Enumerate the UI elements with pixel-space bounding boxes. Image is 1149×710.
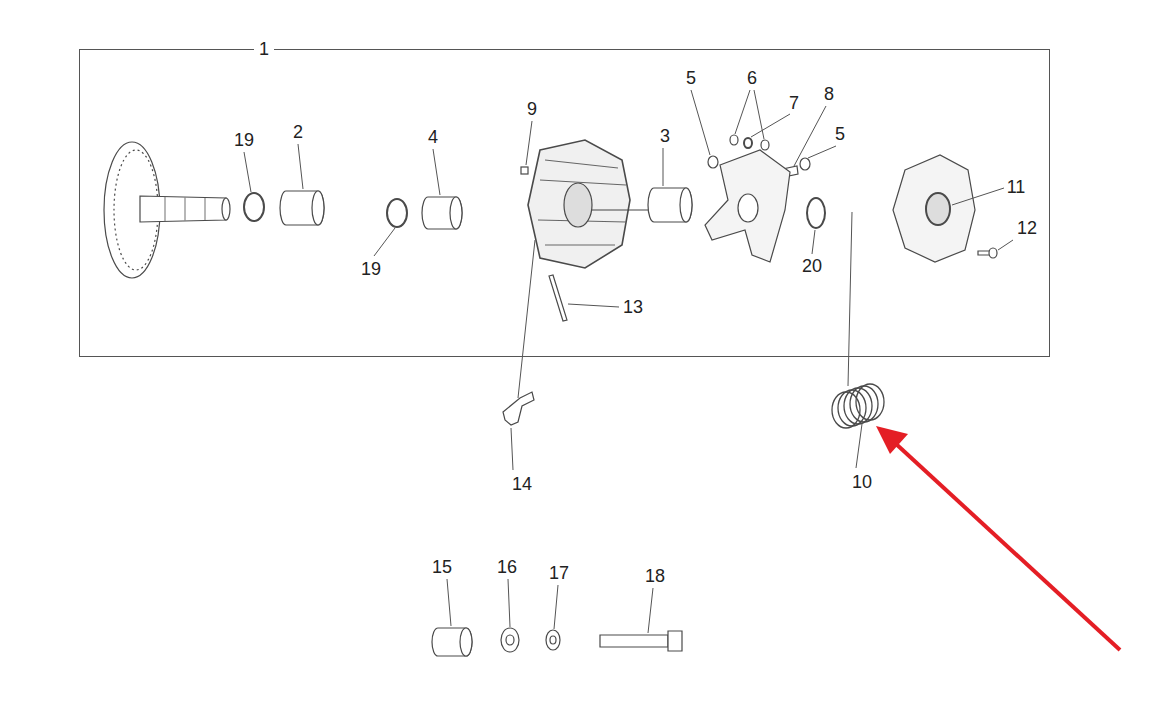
- callout-number: 16: [497, 557, 517, 577]
- callout-number: 18: [645, 566, 665, 586]
- callout-number: 19: [361, 259, 381, 279]
- leader-lines: [244, 90, 1013, 633]
- callout-number: 12: [1017, 218, 1037, 238]
- callout-number: 9: [527, 99, 537, 119]
- callout-number: 6: [747, 68, 757, 88]
- callout-number: 8: [824, 84, 834, 104]
- callout-number: 2: [293, 122, 303, 142]
- callout-number: 10: [852, 472, 872, 492]
- callout-number: 17: [549, 563, 569, 583]
- callout-number: 3: [660, 126, 670, 146]
- callout-number: 5: [835, 124, 845, 144]
- callout-number: 13: [623, 297, 643, 317]
- callout-number: 11: [1007, 177, 1026, 197]
- callout-number: 15: [432, 557, 452, 577]
- assembly-box: 1: [79, 49, 1050, 357]
- red-arrow: [876, 426, 1120, 650]
- callout-number: 14: [512, 474, 532, 494]
- callout-number: 4: [428, 127, 438, 147]
- callout-number: 20: [802, 256, 822, 276]
- callout-number: 7: [789, 93, 799, 113]
- callout-number: 5: [686, 68, 696, 88]
- callout-number: 1: [254, 39, 274, 59]
- callout-number: 19: [234, 130, 254, 150]
